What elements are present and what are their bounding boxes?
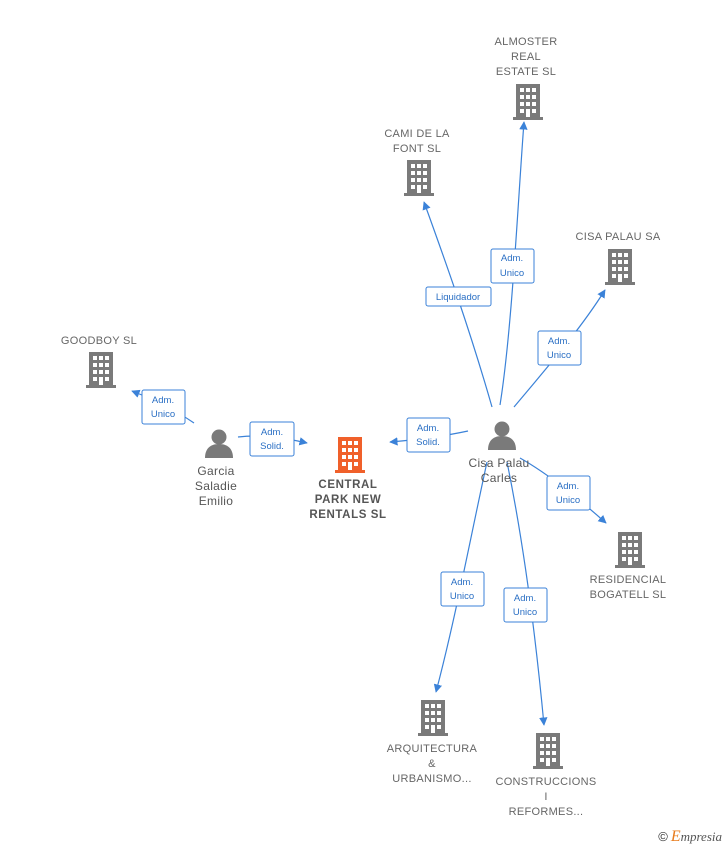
role-line: Adm. <box>261 427 283 438</box>
copyright-symbol: © <box>658 829 668 844</box>
brand-logo-text: mpresia <box>680 829 722 844</box>
node-label: URBANISMO... <box>392 773 471 785</box>
role-line: Solid. <box>416 437 440 448</box>
role-line: Solid. <box>260 441 284 452</box>
role-line: Adm. <box>501 253 523 264</box>
node-label: BOGATELL SL <box>590 589 667 601</box>
person-icon <box>205 429 233 458</box>
role-label[interactable]: Adm. Unico <box>503 587 548 623</box>
edge-carles-residencial: Adm. Unico <box>519 457 607 524</box>
role-label[interactable]: Adm. Solid. <box>406 417 451 453</box>
edge-garcia-goodboy: Adm. Unico <box>131 389 195 425</box>
node-label: Saladie <box>195 479 237 493</box>
node-label: REFORMES... <box>509 806 584 818</box>
node-label: RENTALS SL <box>309 509 386 521</box>
brand-watermark: ©Empresia <box>658 828 722 846</box>
building-icon <box>335 437 365 473</box>
role-label[interactable]: Adm. Unico <box>440 571 485 607</box>
role-line: Unico <box>151 409 175 420</box>
role-line: Adm. <box>417 423 439 434</box>
role-line: Adm. <box>152 395 174 406</box>
person-icon <box>488 421 516 450</box>
role-line: Liquidador <box>436 292 480 303</box>
node-label: CAMI DE LA <box>384 128 450 140</box>
building-icon <box>615 532 645 568</box>
node-cisa-palau-carles[interactable]: Cisa Palau Carles <box>468 421 529 486</box>
node-label: PARK NEW <box>315 494 382 506</box>
node-label: ALMOSTER <box>495 36 558 48</box>
building-icon <box>513 84 543 120</box>
node-almoster-real-estate[interactable]: ALMOSTER REAL ESTATE SL <box>495 36 558 120</box>
role-label[interactable]: Adm. Unico <box>490 248 535 284</box>
role-line: Unico <box>500 268 524 279</box>
node-central-park-new-rentals[interactable]: CENTRAL PARK NEW RENTALS SL <box>309 437 386 521</box>
node-label: ARQUITECTURA <box>387 743 478 755</box>
node-residencial-bogatell[interactable]: RESIDENCIAL BOGATELL SL <box>590 532 667 601</box>
node-label: RESIDENCIAL <box>590 574 667 586</box>
node-cisa-palau-sa[interactable]: CISA PALAU SA <box>575 231 661 285</box>
node-construccions-reformes[interactable]: CONSTRUCCIONS I REFORMES... <box>495 733 596 818</box>
node-goodboy[interactable]: GOODBOY SL <box>61 335 137 388</box>
role-line: Unico <box>513 607 537 618</box>
building-icon <box>418 700 448 736</box>
role-label[interactable]: Adm. Unico <box>141 389 186 425</box>
node-label: Emilio <box>199 494 233 508</box>
node-label: ESTATE SL <box>496 66 556 78</box>
role-label[interactable]: Adm. Unico <box>537 330 582 366</box>
role-label[interactable]: Adm. Unico <box>546 475 591 511</box>
edge-carles-cisa-sa: Adm. Unico <box>513 289 606 408</box>
edge-carles-cami: Liquidador <box>422 201 493 408</box>
role-line: Unico <box>547 350 571 361</box>
node-cami-de-la-font[interactable]: CAMI DE LA FONT SL <box>384 128 450 196</box>
brand-logo-letter: E <box>670 828 681 845</box>
node-arquitectura-urbanismo[interactable]: ARQUITECTURA & URBANISMO... <box>387 700 478 785</box>
node-label: & <box>428 758 436 770</box>
edge-carles-central: Adm. Solid. <box>389 417 469 453</box>
node-label: I <box>544 791 547 803</box>
role-line: Adm. <box>557 481 579 492</box>
node-label: Cisa Palau <box>468 456 529 470</box>
node-label: FONT SL <box>393 143 441 155</box>
edge-carles-arquitectura: Adm. Unico <box>433 461 488 693</box>
building-icon <box>86 352 116 388</box>
node-label: CENTRAL <box>318 479 377 491</box>
edge-carles-almoster: Adm. Unico <box>490 121 535 406</box>
building-icon <box>404 160 434 196</box>
role-label[interactable]: Adm. Solid. <box>249 421 295 457</box>
node-label: REAL <box>511 51 541 63</box>
building-icon <box>533 733 563 769</box>
node-label: CISA PALAU SA <box>575 231 660 243</box>
role-line: Unico <box>556 495 580 506</box>
role-line: Unico <box>450 591 474 602</box>
node-label: Garcia <box>197 464 234 478</box>
role-line: Adm. <box>451 577 473 588</box>
role-line: Adm. <box>548 336 570 347</box>
node-label: CONSTRUCCIONS <box>495 776 596 788</box>
edge-carles-construccions: Adm. Unico <box>503 461 548 726</box>
edge-garcia-central: Adm. Solid. <box>237 421 308 457</box>
node-garcia-saladie-emilio[interactable]: Garcia Saladie Emilio <box>195 429 237 509</box>
node-label: Carles <box>481 471 517 485</box>
role-line: Adm. <box>514 593 536 604</box>
role-label[interactable]: Liquidador <box>425 286 492 307</box>
node-label: GOODBOY SL <box>61 335 137 347</box>
building-icon <box>605 249 635 285</box>
